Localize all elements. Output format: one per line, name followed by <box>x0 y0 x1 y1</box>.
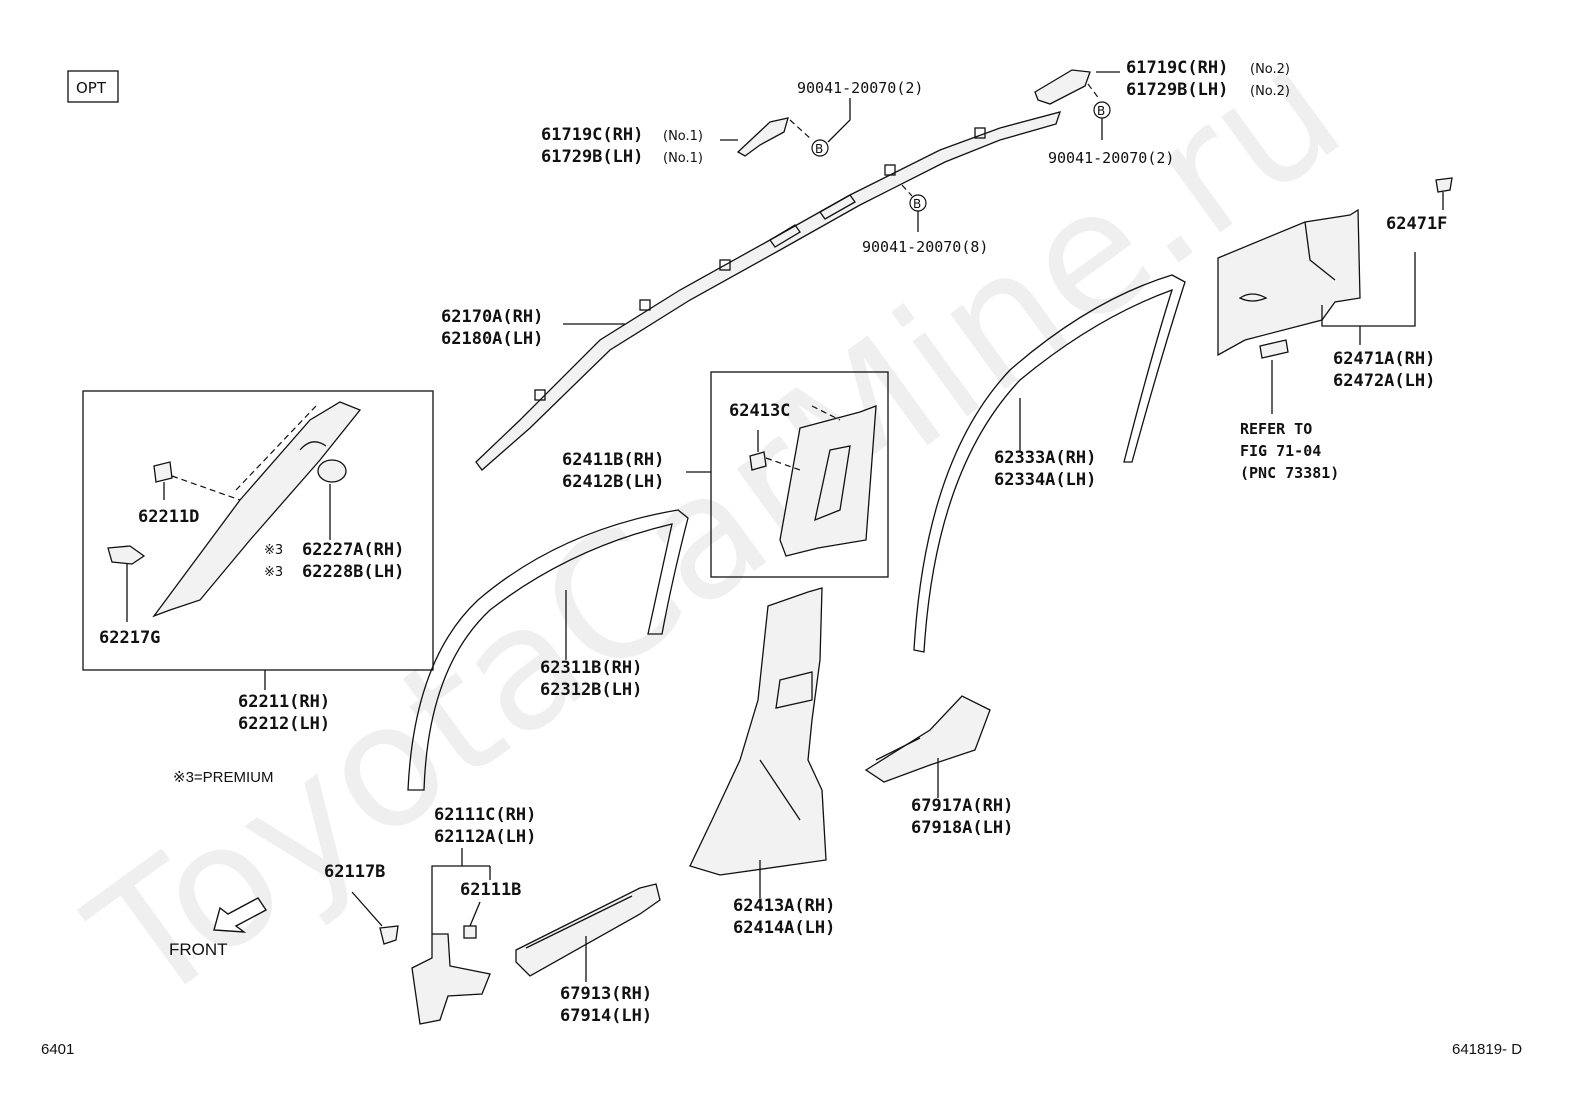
quarter-trim-part <box>1217 208 1361 357</box>
callout-62311b-line1: 62311B(RH) <box>540 658 642 678</box>
premium-note: ※3=PREMIUM <box>173 769 274 786</box>
front-arrow-icon <box>213 897 268 933</box>
curtain-airbag-part <box>475 111 1061 471</box>
callout-62227a-line2: 62228B(LH) <box>302 562 404 582</box>
callout-90041-b: 90041-20070(2) <box>1048 149 1174 167</box>
page-number: 6401 <box>41 1041 74 1058</box>
callout-62170a-line2: 62180A(LH) <box>441 329 543 349</box>
callout-61719c-no2-tag1: (No.2) <box>1250 62 1290 77</box>
callout-62211-line1: 62211(RH) <box>238 692 330 712</box>
callout-62413a-line2: 62414A(LH) <box>733 918 835 938</box>
callout-62111c-line1: 62111C(RH) <box>434 805 536 825</box>
callout-67913-line2: 67914(LH) <box>560 1006 652 1026</box>
callout-62227a-mark1: ※3 <box>264 543 283 558</box>
b-marker-2: B <box>1093 101 1111 119</box>
callout-62211d: 62211D <box>138 507 199 527</box>
callout-62333a-line1: 62333A(RH) <box>994 448 1096 468</box>
callout-62471a-line2: 62472A(LH) <box>1333 371 1435 391</box>
callout-61719c-no1-line1: 61719C(RH) <box>541 125 643 145</box>
callout-67913-line1: 67913(RH) <box>560 984 652 1004</box>
callout-90041-a: 90041-20070(2) <box>797 79 923 97</box>
clip-62211d <box>153 461 173 483</box>
callout-61719c-no1-tag1: (No.1) <box>663 129 703 144</box>
callout-62471a-line1: 62471A(RH) <box>1333 349 1435 369</box>
callout-62411b-line2: 62412B(LH) <box>562 472 664 492</box>
callout-90041-c: 90041-20070(8) <box>862 238 988 256</box>
callout-62413c: 62413C <box>729 401 790 421</box>
callout-61719c-no2-line1: 61719C(RH) <box>1126 58 1228 78</box>
opt-box <box>67 70 119 103</box>
opt-label: OPT <box>76 79 107 97</box>
refer-line2: FIG 71-04 <box>1240 442 1321 460</box>
callout-62111b: 62111B <box>460 880 521 900</box>
callout-62211-line2: 62212(LH) <box>238 714 330 734</box>
front-door-weatherstrip-part <box>407 509 689 791</box>
cap-62227a <box>317 459 347 483</box>
bracket-no1-part <box>736 117 789 157</box>
rear-scuff-plate-part <box>864 695 991 783</box>
svg-text:B: B <box>815 142 823 156</box>
clip-62471f <box>1435 177 1453 193</box>
b-marker-3: B <box>909 194 927 212</box>
inset-box-62211 <box>82 390 434 671</box>
callout-67917a-line2: 67918A(LH) <box>911 818 1013 838</box>
callout-62227a-mark2: ※3 <box>264 565 283 580</box>
refer-line1: REFER TO <box>1240 420 1312 438</box>
callout-62217g: 62217G <box>99 628 160 648</box>
callout-62311b-line2: 62312B(LH) <box>540 680 642 700</box>
front-scuff-plate-part <box>515 883 661 977</box>
cover-piece <box>1259 339 1289 359</box>
svg-text:B: B <box>913 197 921 211</box>
cowl-side-trim-part <box>411 933 491 1025</box>
rear-door-weatherstrip-part <box>913 274 1186 653</box>
clip-62413c <box>749 451 767 471</box>
b-pillar-upper-part <box>779 405 877 557</box>
clip-62117b <box>379 925 399 945</box>
callout-61719c-no1-tag2: (No.1) <box>663 151 703 166</box>
callout-67917a-line1: 67917A(RH) <box>911 796 1013 816</box>
callout-62411b-line1: 62411B(RH) <box>562 450 664 470</box>
callout-61719c-no1-line2: 61729B(LH) <box>541 147 643 167</box>
callout-62333a-line2: 62334A(LH) <box>994 470 1096 490</box>
callout-62117b: 62117B <box>324 862 385 882</box>
front-label: FRONT <box>169 940 228 959</box>
refer-line3: (PNC 73381) <box>1240 464 1339 482</box>
callout-62413a-line1: 62413A(RH) <box>733 896 835 916</box>
harness-62217g <box>107 545 146 565</box>
callout-62227a-line1: 62227A(RH) <box>302 540 404 560</box>
callout-62170a-line1: 62170A(RH) <box>441 307 543 327</box>
b-marker-1: B <box>811 139 829 157</box>
b-pillar-lower-part <box>689 587 827 876</box>
inset-box-62411b <box>710 371 889 578</box>
callout-62111c-line2: 62112A(LH) <box>434 827 536 847</box>
a-pillar-part <box>152 401 362 618</box>
callout-61719c-no2-line2: 61729B(LH) <box>1126 80 1228 100</box>
clip-62111b <box>463 925 477 939</box>
bracket-no2-part <box>1034 69 1091 105</box>
svg-text:B: B <box>1097 104 1105 118</box>
callout-61719c-no2-tag2: (No.2) <box>1250 84 1290 99</box>
callout-62471f: 62471F <box>1386 214 1447 234</box>
figure-code: 641819- D <box>1452 1041 1522 1058</box>
